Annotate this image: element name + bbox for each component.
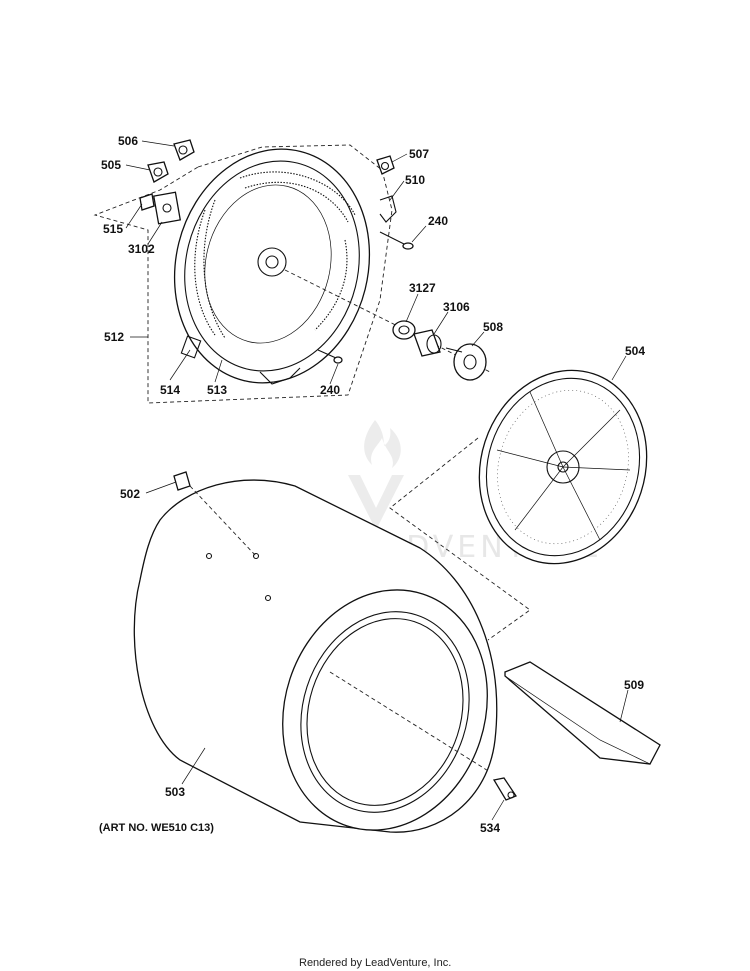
v-logo-icon xyxy=(348,475,404,530)
callout-509: 509 xyxy=(624,678,644,692)
callout-240-lower: 240 xyxy=(320,383,340,397)
rear-bulkhead xyxy=(173,148,371,385)
drum-503 xyxy=(133,479,498,833)
callout-502: 502 xyxy=(120,487,140,501)
drum-axis-line xyxy=(329,671,491,773)
thermostat-506 xyxy=(173,139,195,161)
callout-3102: 3102 xyxy=(128,242,155,256)
drum-back-504 xyxy=(478,369,648,565)
thermostat-505 xyxy=(147,161,169,183)
callout-505: 505 xyxy=(101,158,121,172)
callout-3106: 3106 xyxy=(443,300,470,314)
callout-514: 514 xyxy=(160,383,180,397)
thermal-cutoff-507 xyxy=(376,155,395,175)
art-number: (ART NO. WE510 C13) xyxy=(99,822,214,834)
screw-240-upper xyxy=(379,231,414,250)
screw-502 xyxy=(173,471,191,491)
callout-510: 510 xyxy=(405,173,425,187)
callout-515: 515 xyxy=(103,222,123,236)
bracket-3102 xyxy=(152,191,182,225)
terminal-515 xyxy=(139,193,155,211)
clip-510 xyxy=(379,195,397,223)
screw-534 xyxy=(492,777,517,801)
bearing-3127 xyxy=(392,320,416,340)
footer-credit: Rendered by LeadVenture, Inc. xyxy=(299,957,451,969)
callout-513: 513 xyxy=(207,383,227,397)
shaft-508 xyxy=(445,343,487,381)
callout-503: 503 xyxy=(165,785,185,799)
drum-back-connector xyxy=(389,437,531,641)
callout-507: 507 xyxy=(409,147,429,161)
flame-icon xyxy=(364,420,401,468)
baffle-509 xyxy=(504,661,661,765)
callout-240-upper: 240 xyxy=(428,214,448,228)
heater-assembly-boundary xyxy=(93,144,393,404)
callout-506: 506 xyxy=(118,134,138,148)
bearing-3106 xyxy=(413,329,442,357)
leader-lines xyxy=(125,140,629,821)
screw-240-lower xyxy=(317,349,343,364)
callout-504: 504 xyxy=(625,344,645,358)
callout-512: 512 xyxy=(104,330,124,344)
callout-508: 508 xyxy=(483,320,503,334)
heater-coil xyxy=(194,171,356,339)
callout-3127: 3127 xyxy=(409,281,436,295)
callout-534: 534 xyxy=(480,821,500,835)
screw-502-line xyxy=(189,485,257,557)
